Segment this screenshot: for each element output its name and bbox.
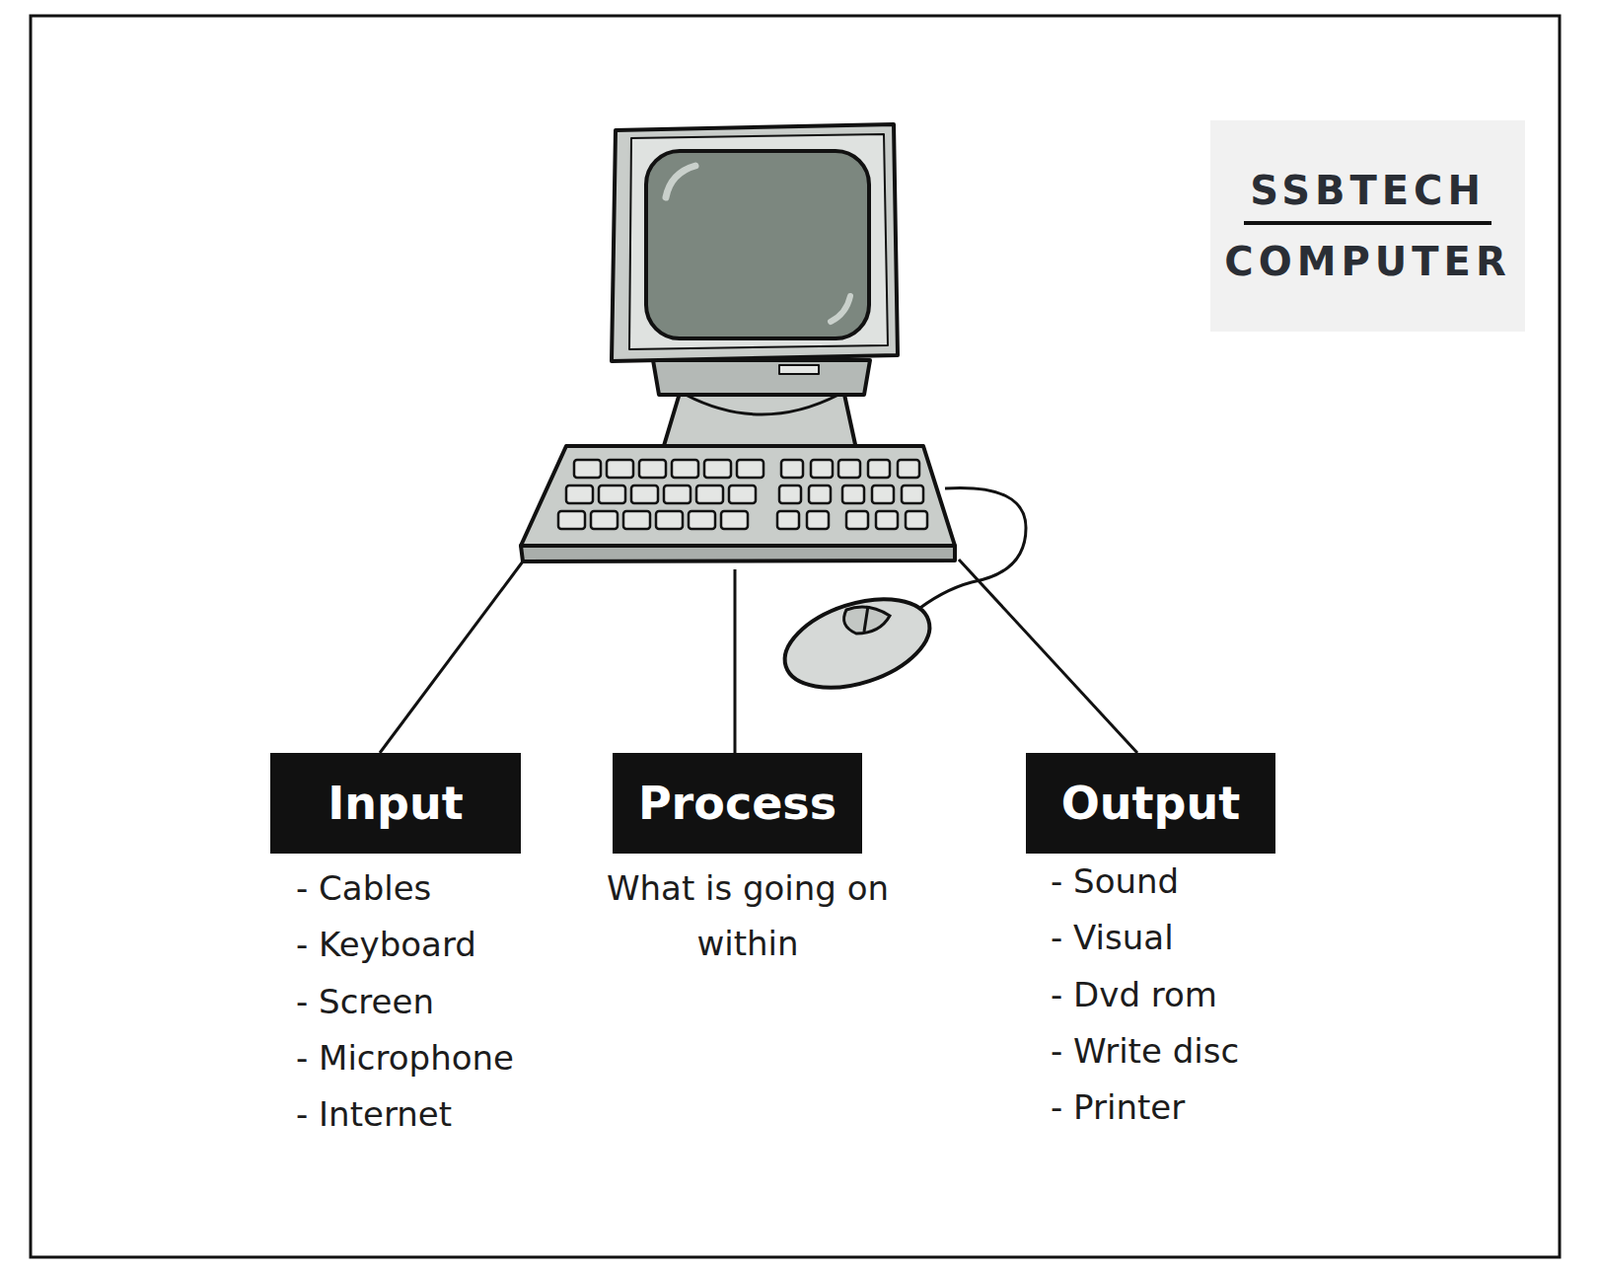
list-item: - Microphone [295, 1029, 514, 1086]
list-item: - Sound [1050, 853, 1179, 909]
list-item: - Write disc [1050, 1022, 1239, 1079]
keyboard-key [846, 510, 869, 529]
keyboard-key [606, 459, 634, 478]
computer-illustration [520, 124, 1026, 614]
keyboard-key [663, 485, 691, 504]
list-item: - Screen [295, 973, 435, 1029]
mouse [773, 581, 941, 704]
keyboard-key [696, 485, 724, 504]
keyboard-key [781, 459, 803, 478]
keyboard-key [623, 510, 651, 529]
keyboard-key [721, 510, 748, 529]
frame-border [30, 15, 1560, 1257]
keyboard-key [808, 485, 831, 504]
stage-title: Input [327, 776, 464, 830]
keyboard-key [558, 510, 585, 529]
keyboard-key [566, 485, 593, 504]
stage-title: Output [1061, 776, 1241, 830]
list-item: - Cables [295, 860, 432, 916]
logo-text: SSBTECH [1243, 167, 1492, 225]
keyboard-key [872, 485, 894, 504]
keyboard-key [736, 459, 764, 478]
list-item: - Visual [1050, 909, 1174, 965]
stage-title: Process [638, 776, 837, 830]
monitor-stand [662, 389, 857, 449]
description-note: What is going on within [589, 860, 906, 971]
keyboard [520, 445, 955, 546]
keyboard-key [875, 510, 898, 529]
keyboard-key [897, 459, 920, 478]
keyboard-key [631, 485, 658, 504]
monitor-base [653, 360, 871, 395]
monitor-screen [646, 150, 870, 339]
list-item: - Keyboard [295, 916, 477, 972]
keyboard-key [842, 485, 865, 504]
keyboard-key [838, 459, 861, 478]
keyboard-key [806, 510, 829, 529]
leader-line [733, 569, 737, 753]
stage-box: Process [612, 752, 863, 854]
keyboard-key [688, 510, 716, 529]
keyboard-key [590, 510, 618, 529]
keyboard-key [574, 459, 601, 478]
stage-box: Input [270, 752, 521, 854]
keyboard-key [905, 510, 928, 529]
list-item: - Printer [1050, 1079, 1185, 1135]
keyboard-key [671, 459, 699, 478]
keyboard-keys [558, 459, 928, 529]
logo-text: COMPUTER [1224, 238, 1511, 285]
keyboard-key [779, 485, 801, 504]
keyboard-key [639, 459, 666, 478]
monitor [611, 124, 898, 362]
keyboard-key [598, 485, 626, 504]
keyboard-key [810, 459, 833, 478]
list-item: - Dvd rom [1050, 966, 1218, 1022]
keyboard-key [901, 485, 924, 504]
leader-line [958, 559, 1138, 753]
keyboard-key [777, 510, 800, 529]
leader-line [379, 561, 523, 753]
list-item: - Internet [295, 1086, 452, 1142]
logo-panel: SSBTECH COMPUTER [1210, 120, 1526, 332]
keyboard-key [655, 510, 683, 529]
keyboard-key [704, 459, 731, 478]
keyboard-key [728, 485, 756, 504]
keyboard-key [868, 459, 890, 478]
stage-box: Output [1025, 752, 1276, 854]
